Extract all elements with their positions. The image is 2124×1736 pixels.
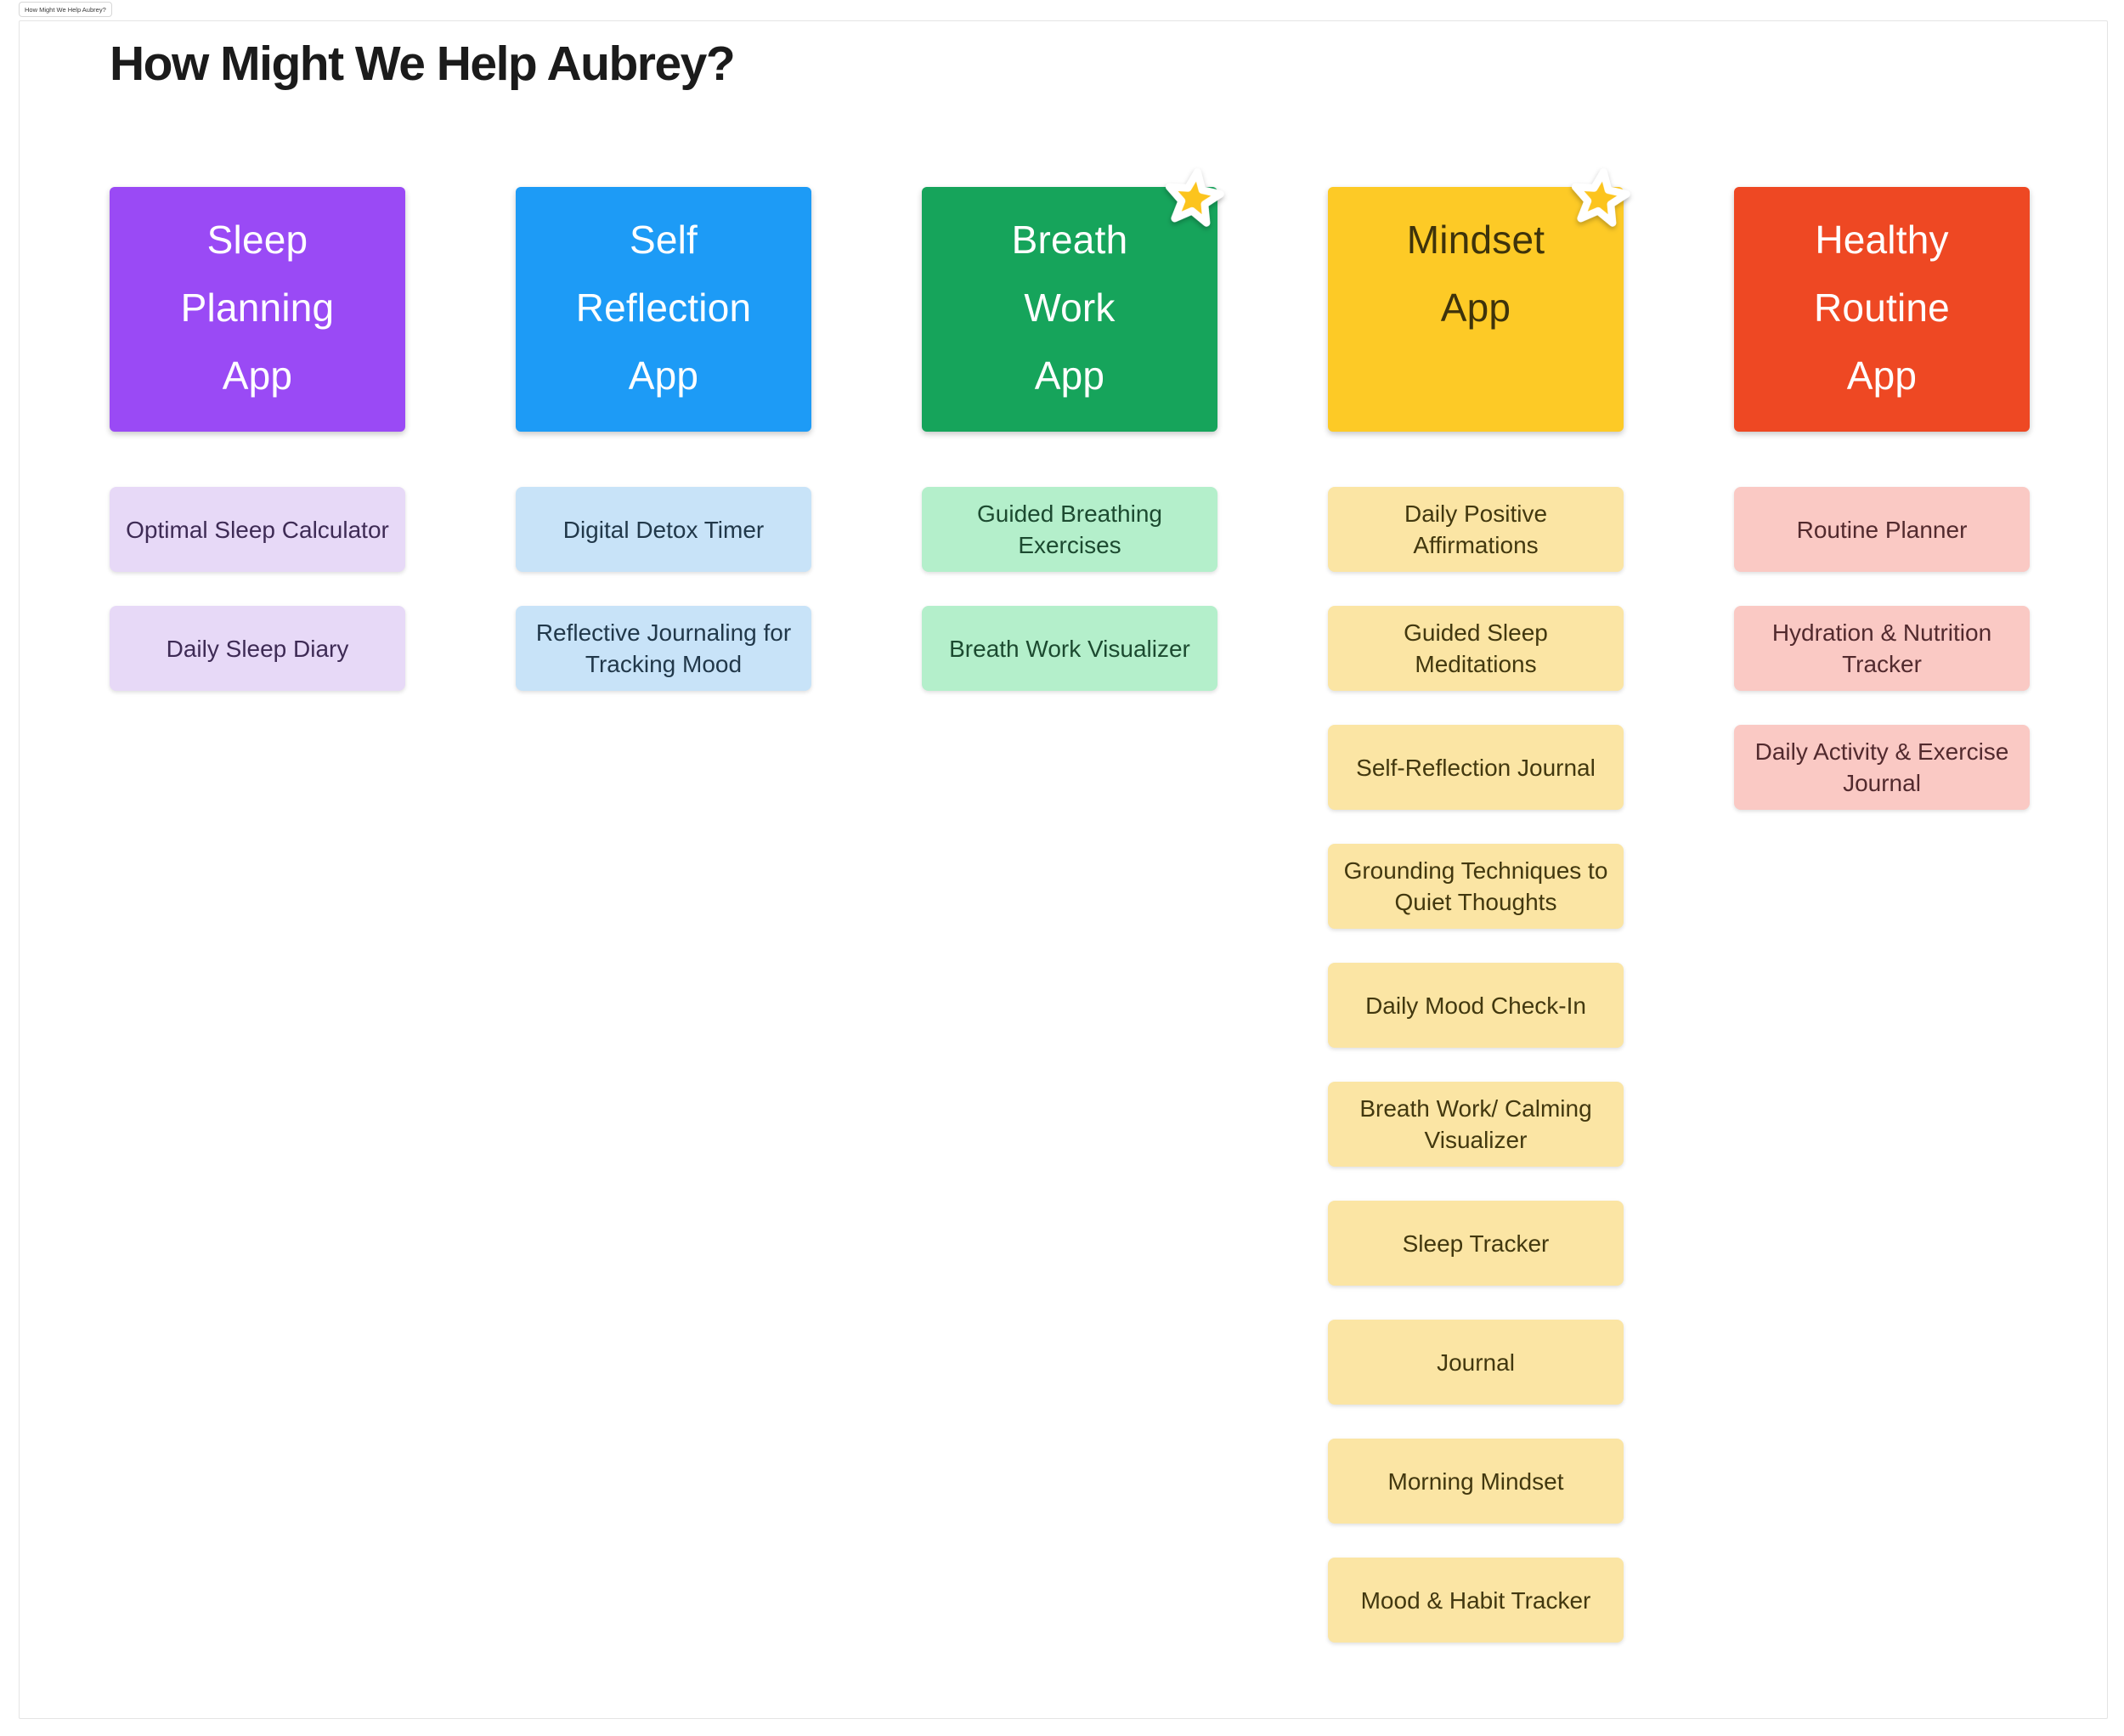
board-file-tab[interactable]: How Might We Help Aubrey? xyxy=(19,2,112,17)
star-sticker-icon[interactable] xyxy=(1562,161,1638,237)
idea-card[interactable]: Sleep Tracker xyxy=(1328,1201,1624,1286)
star-sticker-icon[interactable] xyxy=(1155,161,1232,237)
app-header-label: Sleep Planning App xyxy=(180,218,335,398)
app-header-label: Healthy Routine App xyxy=(1814,218,1950,398)
app-header-label: Breath Work App xyxy=(1011,218,1128,398)
app-header-card-mindset-app[interactable]: Mindset App xyxy=(1328,167,1630,432)
idea-card[interactable]: Self-Reflection Journal xyxy=(1328,725,1624,810)
idea-card[interactable]: Routine Planner xyxy=(1734,487,2030,572)
app-header-card-self-reflection-app[interactable]: Self Reflection App xyxy=(516,187,811,432)
page-title[interactable]: How Might We Help Aubrey? xyxy=(110,37,736,91)
idea-card[interactable]: Journal xyxy=(1328,1320,1624,1405)
idea-card[interactable]: Grounding Techniques to Quiet Thoughts xyxy=(1328,844,1624,929)
idea-card[interactable]: Guided Breathing Exercises xyxy=(922,487,1217,572)
board-file-tab-label: How Might We Help Aubrey? xyxy=(25,5,106,14)
app-header-label: Mindset App xyxy=(1406,218,1545,330)
idea-card[interactable]: Breath Work/ Calming Visualizer xyxy=(1328,1082,1624,1167)
idea-card[interactable]: Hydration & Nutrition Tracker xyxy=(1734,606,2030,691)
idea-card[interactable]: Reflective Journaling for Tracking Mood xyxy=(516,606,811,691)
idea-card[interactable]: Morning Mindset xyxy=(1328,1439,1624,1524)
idea-card[interactable]: Daily Positive Affirmations xyxy=(1328,487,1624,572)
idea-card[interactable]: Daily Activity & Exercise Journal xyxy=(1734,725,2030,810)
idea-card[interactable]: Daily Sleep Diary xyxy=(110,606,405,691)
idea-card[interactable]: Daily Mood Check-In xyxy=(1328,963,1624,1048)
idea-card[interactable]: Digital Detox Timer xyxy=(516,487,811,572)
app-header-label: Self Reflection App xyxy=(575,218,752,398)
idea-card[interactable]: Guided Sleep Meditations xyxy=(1328,606,1624,691)
board-canvas: How Might We Help Aubrey? Sleep Planning… xyxy=(19,20,2108,1719)
idea-card[interactable]: Breath Work Visualizer xyxy=(922,606,1217,691)
idea-card[interactable]: Mood & Habit Tracker xyxy=(1328,1558,1624,1643)
app-header-card-sleep-planning-app[interactable]: Sleep Planning App xyxy=(110,187,405,432)
app-header-card-healthy-routine-app[interactable]: Healthy Routine App xyxy=(1734,187,2030,432)
idea-card[interactable]: Optimal Sleep Calculator xyxy=(110,487,405,572)
app-header-card-breath-work-app[interactable]: Breath Work App xyxy=(922,167,1224,432)
